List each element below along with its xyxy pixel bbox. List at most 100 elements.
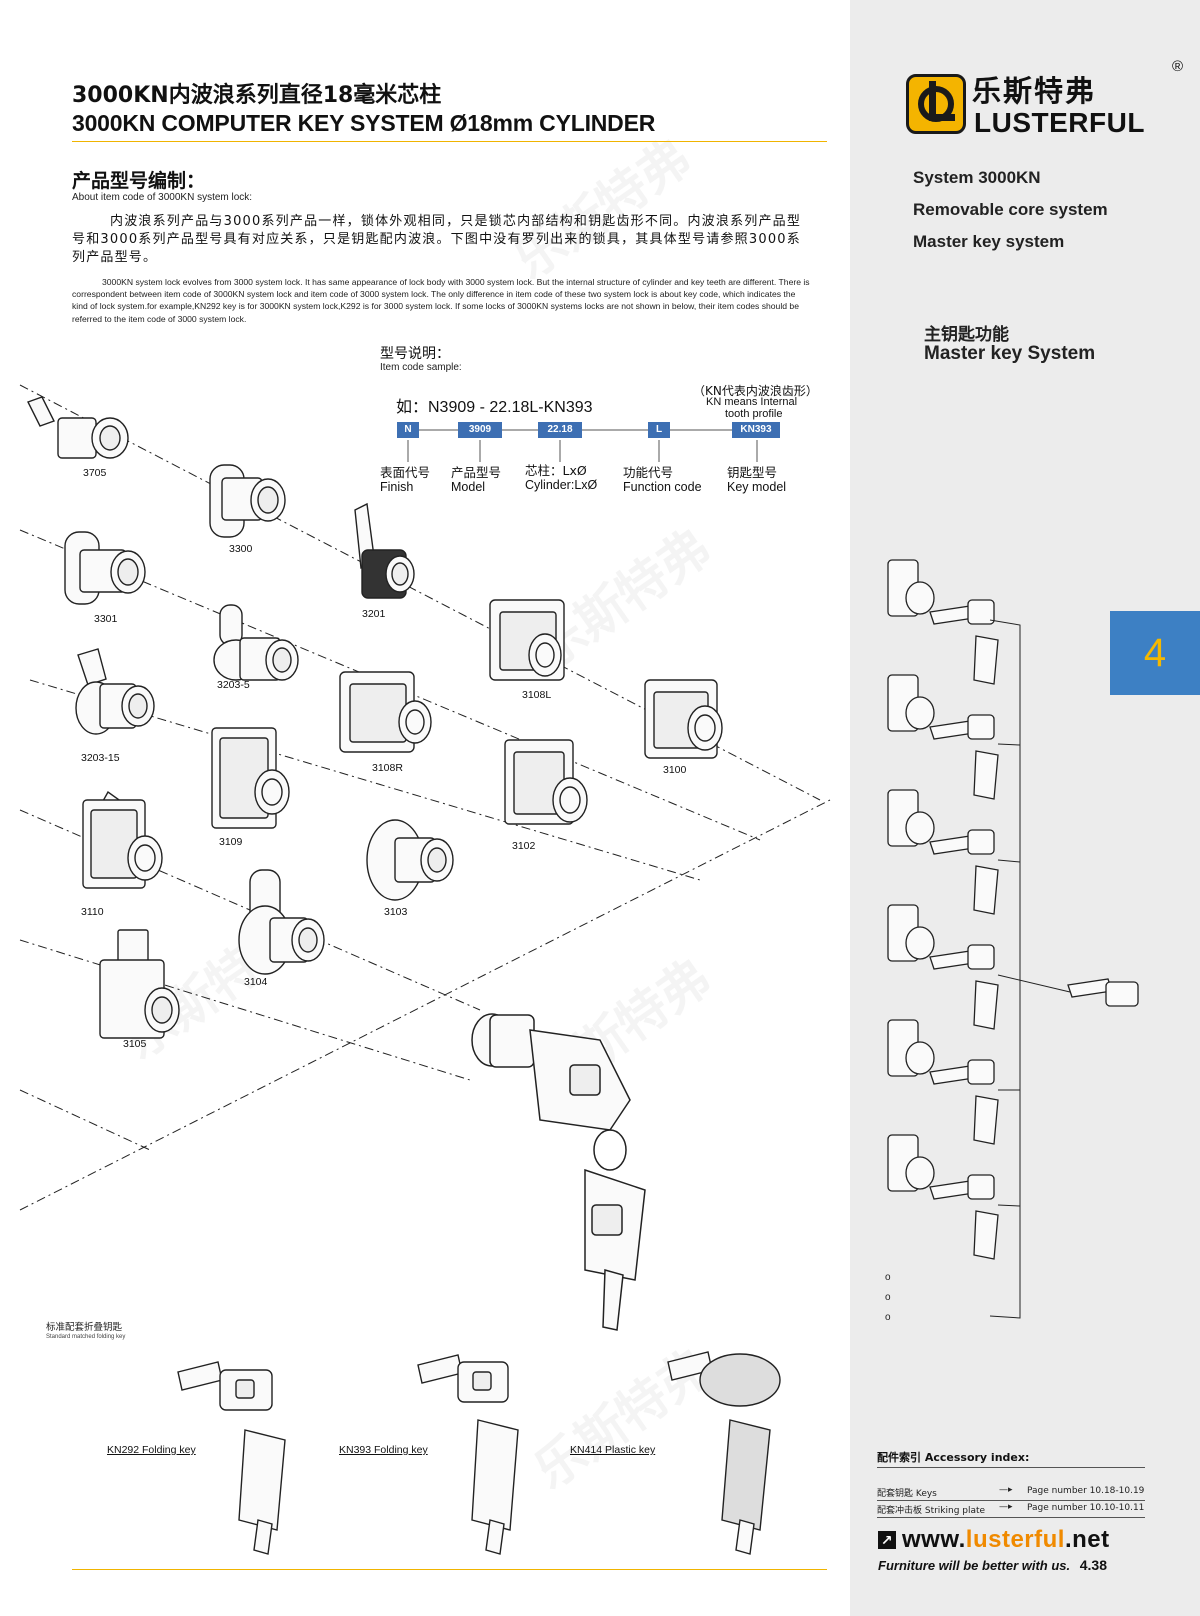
plastic-key-kn414-icon xyxy=(667,1351,781,1555)
system-line: Removable core system xyxy=(913,200,1108,219)
lock-key-pair-icon xyxy=(887,1134,999,1260)
caption-cn: 产品型号 xyxy=(451,465,502,480)
product-label: 3108L xyxy=(522,689,552,701)
product-label: 3103 xyxy=(384,906,408,918)
arrow-right-icon: —▸ xyxy=(999,1485,1013,1495)
product-label: 3203-15 xyxy=(81,752,120,764)
right-sidebar: 乐斯特弗 LUSTERFUL ® System 3000KN Removable… xyxy=(850,0,1200,1616)
dot: o xyxy=(885,1292,891,1303)
master-key-heading-cn: 主钥匙功能 xyxy=(924,325,1009,345)
key-label-kn393: KN393 Folding key xyxy=(339,1444,428,1456)
kn-note-en: tooth profile xyxy=(725,408,783,420)
master-key-diagram xyxy=(887,559,1139,1319)
web-brand: lusterful xyxy=(965,1526,1065,1553)
code-part-function: L xyxy=(648,422,670,438)
lock-key-pair-icon xyxy=(887,559,999,685)
code-caption-model: 产品型号 Model xyxy=(451,465,501,495)
dot: o xyxy=(885,1312,891,1323)
product-label: 3300 xyxy=(229,543,253,555)
caption-en: Finish xyxy=(380,480,414,494)
product-label: 3100 xyxy=(663,764,687,776)
code-caption-finish: 表面代号 Finish xyxy=(380,465,430,495)
product-label: 3108R xyxy=(372,762,403,774)
caption-en: Function code xyxy=(623,480,702,494)
caption-en: Model xyxy=(451,480,486,494)
brand-name-en: LUSTERFUL xyxy=(974,107,1145,138)
lock-3705-icon xyxy=(27,396,129,459)
folding-key-heading-en: Standard matched folding key xyxy=(46,1334,126,1340)
page-number: 4.38 xyxy=(1079,1557,1107,1573)
tagline: Furniture will be better with us. 4.38 xyxy=(878,1557,1107,1573)
continuation-dots: o o o xyxy=(885,1268,891,1328)
code-caption-function: 功能代号 Function code xyxy=(623,465,702,495)
folding-key-heading-cn: 标准配套折叠钥匙 xyxy=(46,1322,123,1333)
kn-note-en: KN means Internal xyxy=(706,396,798,408)
product-label: 3105 xyxy=(123,1038,147,1050)
accessory-divider xyxy=(877,1500,1145,1501)
key-label-kn292: KN292 Folding key xyxy=(107,1444,196,1456)
caption-cn: 钥匙型号 xyxy=(727,465,778,480)
key-label-kn414: KN414 Plastic key xyxy=(570,1444,656,1456)
caption-en: Cylinder:LxØ xyxy=(525,478,598,492)
product-label: 3301 xyxy=(94,613,118,625)
lock-3100-icon xyxy=(644,679,723,759)
lock-3104-icon xyxy=(238,869,325,975)
intro-heading-cn: 产品型号编制： xyxy=(72,170,206,192)
title-divider xyxy=(72,141,827,142)
intro-heading-en: About item code of 3000KN system lock: xyxy=(72,192,253,203)
brand-name-cn: 乐斯特弗 xyxy=(972,74,1097,108)
lock-3103-icon xyxy=(366,819,454,901)
product-label: 3110 xyxy=(81,906,104,918)
caption-en: Key model xyxy=(727,480,787,494)
folding-key-kn292-icon xyxy=(177,1361,286,1555)
product-label: 3109 xyxy=(219,836,243,848)
intro-paragraph-en: 3000KN system lock evolves from 3000 sys… xyxy=(72,277,810,324)
item-code-heading-en: Item code sample: xyxy=(380,362,462,373)
lock-3300-icon xyxy=(209,464,286,538)
system-line: System 3000KN xyxy=(913,168,1041,187)
bottom-divider xyxy=(72,1569,827,1570)
product-diagram xyxy=(19,384,831,1555)
accessory-page: Page number 10.10-10.11 xyxy=(1027,1503,1145,1513)
lock-3105-icon xyxy=(99,929,180,1039)
product-label: 3705 xyxy=(83,467,107,479)
lock-3108l-icon xyxy=(489,599,565,681)
accessory-label: 配套冲击板 Striking plate xyxy=(877,1506,986,1516)
lock-3102-icon xyxy=(504,739,588,825)
lock-3203-15-icon xyxy=(75,648,155,735)
web-prefix: www. xyxy=(902,1526,966,1553)
master-key-heading-en: Master key System xyxy=(924,343,1096,364)
product-label: 3104 xyxy=(244,976,268,988)
tagline-text: Furniture will be better with us. xyxy=(878,1558,1071,1573)
caption-cn: 表面代号 xyxy=(380,465,431,480)
website-link[interactable]: ↗ www.lusterful.net xyxy=(878,1526,1110,1554)
removable-core-key-icon xyxy=(471,1013,646,1331)
lock-key-pair-icon xyxy=(887,789,999,915)
lock-key-pair-icon xyxy=(887,904,999,1030)
product-label: 3203-5 xyxy=(217,679,250,691)
code-part-finish: N xyxy=(397,422,419,438)
code-part-cylinder: 22.18 xyxy=(538,422,582,438)
system-line: Master key system xyxy=(913,232,1065,251)
lock-key-pair-icon xyxy=(887,674,999,800)
accessory-label: 配套钥匙 Keys xyxy=(877,1489,937,1499)
lock-3301-icon xyxy=(64,531,146,605)
lock-3109-icon xyxy=(211,727,290,829)
folding-key-kn393-icon xyxy=(417,1354,519,1555)
registered-mark: ® xyxy=(1172,58,1184,75)
product-label: 3102 xyxy=(512,840,536,852)
lock-3108r-icon xyxy=(339,671,432,753)
item-code-heading-cn: 型号说明： xyxy=(380,346,450,362)
code-caption-key: 钥匙型号 Key model xyxy=(727,465,786,495)
lock-3201-icon xyxy=(354,502,415,599)
lock-3203-5-icon xyxy=(213,604,299,681)
lock-3110-icon xyxy=(82,790,163,889)
accessory-page: Page number 10.18-10.19 xyxy=(1027,1486,1145,1496)
product-label: 3201 xyxy=(362,608,386,620)
chapter-tab[interactable]: 4 xyxy=(1110,611,1200,695)
code-caption-cylinder: 芯柱：LxØ Cylinder:LxØ xyxy=(525,463,597,493)
arrow-icon: ↗ xyxy=(878,1531,896,1549)
code-part-key: KN393 xyxy=(732,422,780,438)
brand-logo: 乐斯特弗 LUSTERFUL ® xyxy=(906,58,1183,146)
web-suffix: .net xyxy=(1064,1526,1110,1553)
